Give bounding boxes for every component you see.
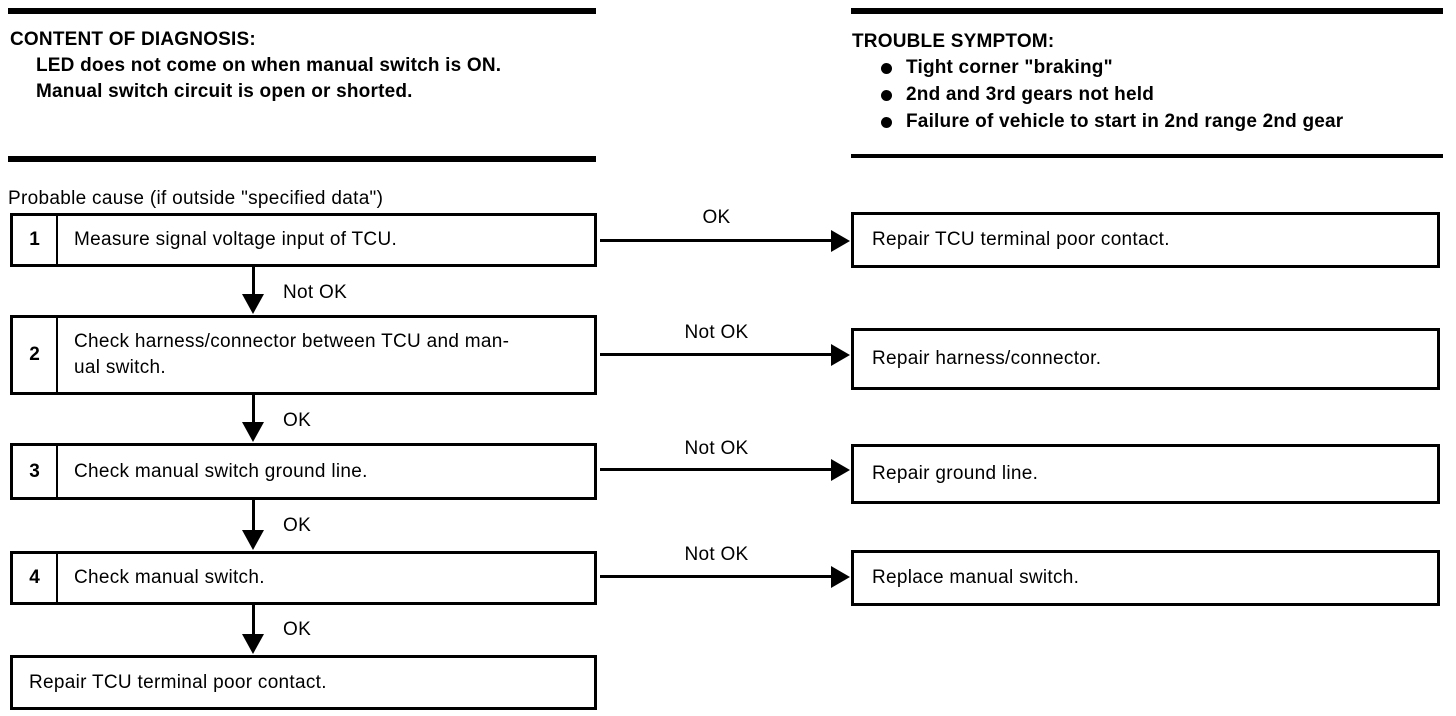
arrow-stem-down-3: [252, 500, 255, 533]
step-text: Measure signal voltage input of TCU.: [74, 229, 398, 250]
symptom-bullet: Failure of vehicle to start in 2nd range…: [881, 111, 1343, 133]
arrow-head-down-2: [242, 422, 264, 442]
symptom-bullet-text: Failure of vehicle to start in 2nd range…: [906, 111, 1344, 132]
arrow-head-right-1: [831, 230, 850, 252]
content-of-diagnosis-title: CONTENT OF DIAGNOSIS:: [10, 29, 256, 50]
result-box-4: Replace manual switch.: [851, 550, 1440, 606]
arrow-head-down-4: [242, 634, 264, 654]
result-box-1: Repair TCU terminal poor contact.: [851, 212, 1440, 268]
arrow-stem-down-2: [252, 395, 255, 425]
arrow-stem-down-1: [252, 267, 255, 297]
bullet-icon: [881, 62, 892, 74]
arrow-label-right-3: Not OK: [684, 438, 749, 459]
step-number: 3: [13, 446, 58, 497]
step-number: 2: [13, 318, 58, 392]
symptom-bullet: Tight corner "braking": [881, 57, 1113, 79]
symptom-bullet-text: Tight corner "braking": [906, 57, 1113, 78]
step-box-3: 3 Check manual switch ground line.: [10, 443, 597, 500]
arrow-label-right-2: Not OK: [684, 322, 749, 343]
arrow-line-right-3: [600, 468, 833, 471]
bullet-icon: [881, 89, 892, 101]
arrow-line-right-4: [600, 575, 833, 578]
arrow-stem-down-4: [252, 605, 255, 637]
final-result-box: Repair TCU terminal poor contact.: [10, 655, 597, 710]
mid-rule-right: [851, 154, 1443, 158]
arrow-head-right-3: [831, 459, 850, 481]
arrow-head-down-3: [242, 530, 264, 550]
probable-cause-label: Probable cause (if outside "specified da…: [8, 188, 384, 209]
arrow-head-down-1: [242, 294, 264, 314]
top-rule-left: [8, 8, 596, 14]
arrow-label-down-3: OK: [283, 515, 312, 536]
step-box-1: 1 Measure signal voltage input of TCU.: [10, 213, 597, 267]
step-number: 1: [13, 216, 58, 264]
diagnosis-line-2: Manual switch circuit is open or shorted…: [36, 81, 413, 102]
mid-rule-left: [8, 156, 596, 162]
step-text: Check manual switch ground line.: [74, 460, 368, 482]
arrow-label-down-4: OK: [283, 619, 312, 640]
arrow-label-down-1: Not OK: [283, 282, 348, 303]
arrow-label-down-2: OK: [283, 410, 312, 431]
step-box-2: 2 Check harness/connector between TCU an…: [10, 315, 597, 395]
step-box-4: 4 Check manual switch.: [10, 551, 597, 605]
result-box-2: Repair harness/connector.: [851, 328, 1440, 390]
symptom-bullet: 2nd and 3rd gears not held: [881, 84, 1154, 106]
step-text: Check manual switch.: [74, 567, 265, 588]
bullet-icon: [881, 116, 892, 128]
arrow-label-right-1: OK: [702, 207, 731, 228]
result-box-3: Repair ground line.: [851, 444, 1440, 504]
top-rule-right: [851, 8, 1443, 14]
arrow-label-right-4: Not OK: [684, 544, 749, 565]
arrow-head-right-4: [831, 566, 850, 588]
step-text: Check harness/connector between TCU and …: [74, 331, 510, 378]
arrow-line-right-1: [600, 239, 833, 242]
symptom-bullet-text: 2nd and 3rd gears not held: [906, 84, 1155, 105]
diagnosis-line-1: LED does not come on when manual switch …: [36, 55, 502, 76]
step-number: 4: [13, 554, 58, 602]
trouble-symptom-title: TROUBLE SYMPTOM:: [852, 31, 1055, 52]
arrow-head-right-2: [831, 344, 850, 366]
arrow-line-right-2: [600, 353, 833, 356]
